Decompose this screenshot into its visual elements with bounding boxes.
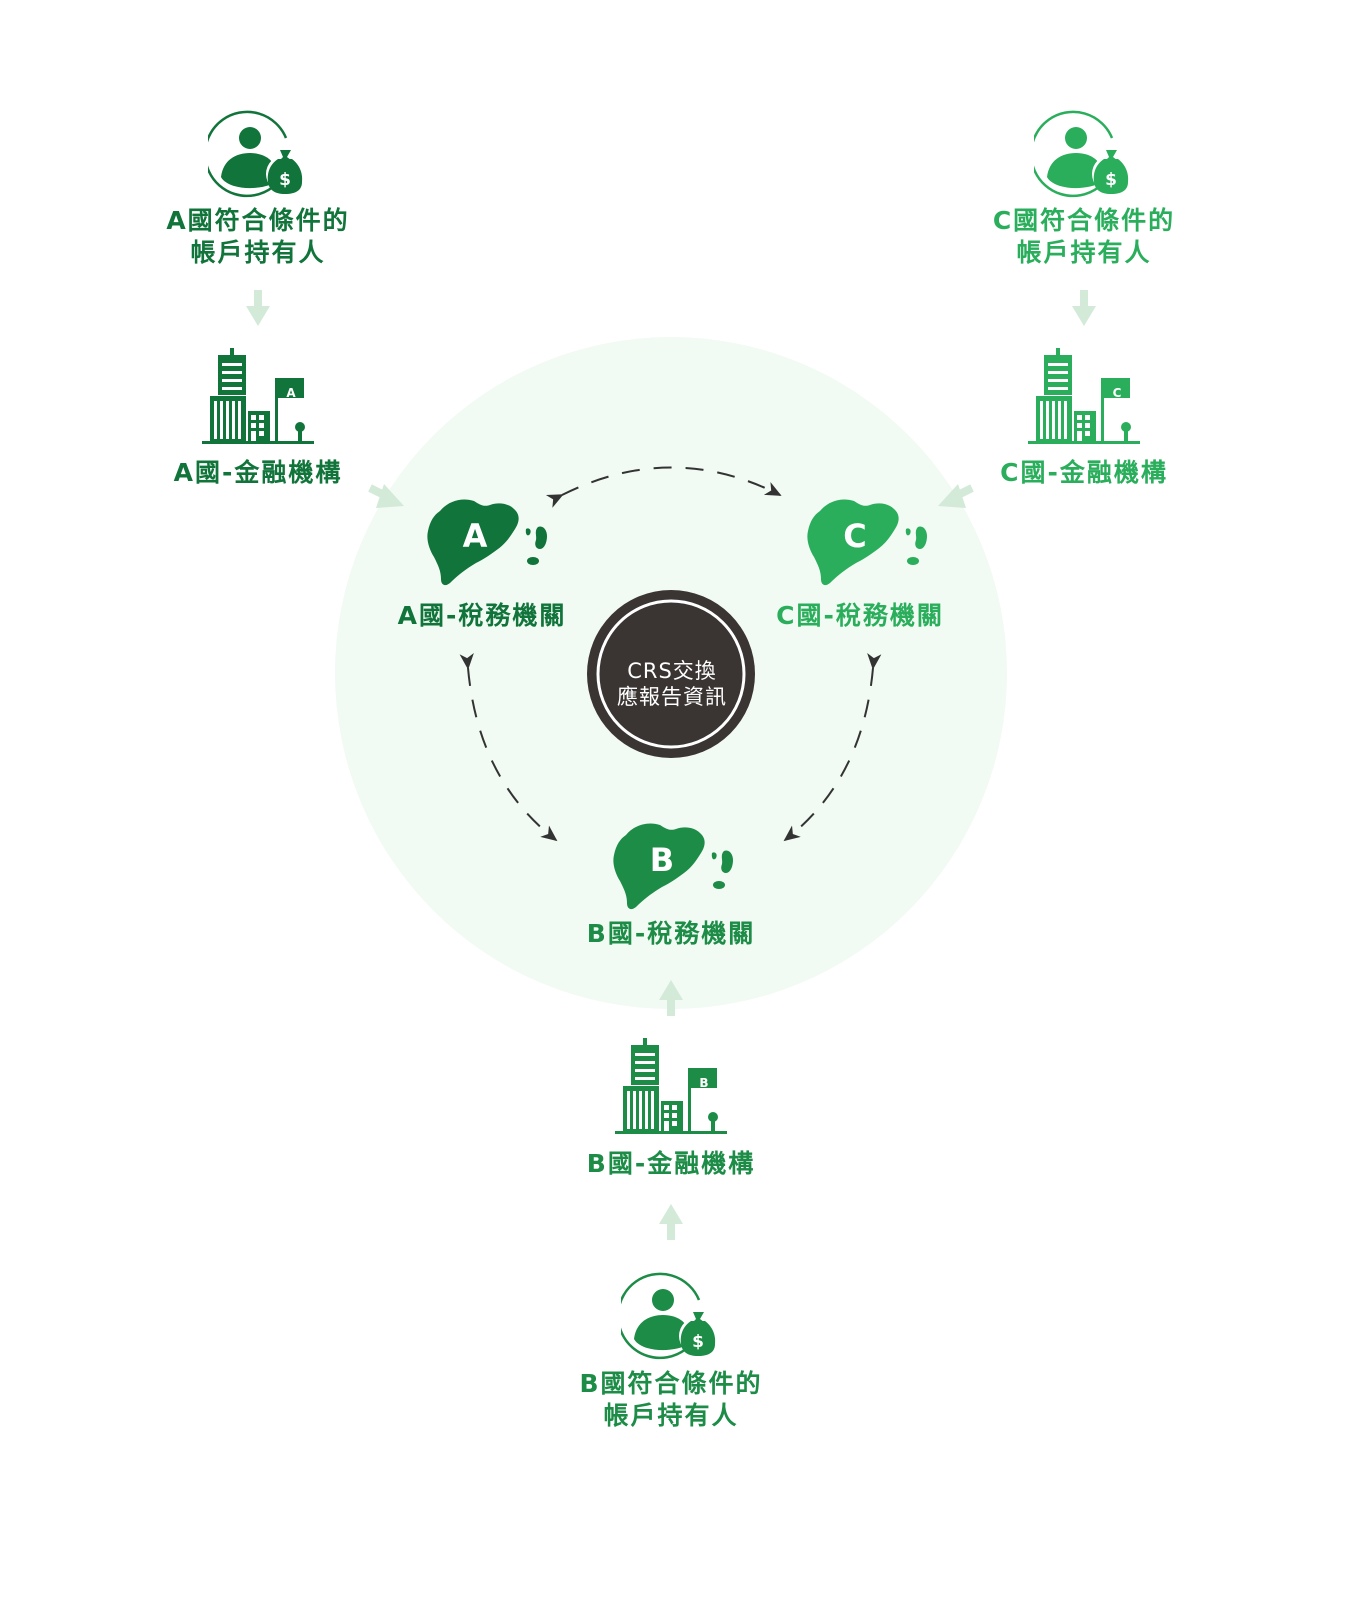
financial-institution-building-icon (1028, 348, 1140, 444)
account-holder-money-icon (208, 110, 306, 198)
flow-arrowhead-c-bank-to-tax (938, 484, 966, 508)
flow-arrowhead-a-bank-to-tax (376, 484, 404, 508)
financial-institution-building-icon (615, 1038, 727, 1134)
flow-arrow-c-holder-to-bank (1072, 290, 1096, 326)
holder-label-b-line1: B國符合條件的 (579, 1369, 763, 1398)
bank-label-b: B國-金融機構 (586, 1149, 756, 1178)
holder-label-b-line2: 帳戶持有人 (603, 1401, 739, 1430)
bank-label-c: C國-金融機構 (1000, 458, 1168, 487)
holder-label-b: B國符合條件的 帳戶持有人 (541, 1368, 801, 1432)
crs-exchange-label: CRS交換 應報告資訊 (602, 658, 742, 710)
tax-label-a: A國-稅務機關 (397, 601, 567, 630)
bank-flag-letter-b: B (699, 1076, 708, 1090)
holder-label-c-line2: 帳戶持有人 (1016, 238, 1152, 267)
flow-arrow-b-bank-to-tax (659, 980, 683, 1016)
bank-flag-letter-a: A (286, 386, 296, 400)
tax-map-letter-a: A (462, 517, 488, 555)
exchange-arrow-a-b (459, 653, 558, 842)
tax-label-b: B國-稅務機關 (586, 919, 756, 948)
holder-label-c: C國符合條件的 帳戶持有人 (954, 205, 1214, 269)
flow-arrow-a-holder-to-bank (246, 290, 270, 326)
tax-map-letter-c: C (843, 517, 867, 555)
holder-label-a-line2: 帳戶持有人 (190, 238, 326, 267)
financial-institution-building-icon (202, 348, 314, 444)
account-holder-money-icon (621, 1272, 719, 1360)
account-holder-money-icon (1034, 110, 1132, 198)
tax-label-c: C國-稅務機關 (776, 601, 944, 630)
crs-exchange-circle (587, 590, 755, 758)
holder-label-a: A國符合條件的 帳戶持有人 (128, 205, 388, 269)
bank-label-a: A國-金融機構 (173, 458, 343, 487)
flow-arrow-b-holder-to-bank (659, 1204, 683, 1240)
crs-exchange-line2: 應報告資訊 (617, 685, 727, 709)
holder-label-c-line1: C國符合條件的 (992, 206, 1176, 235)
exchange-arrow-c-b (783, 653, 882, 842)
exchange-arrow-a-c (545, 466, 782, 508)
bank-flag-letter-c: C (1113, 386, 1122, 400)
holder-label-a-line1: A國符合條件的 (166, 206, 350, 235)
crs-exchange-line1: CRS交換 (627, 659, 717, 683)
tax-map-letter-b: B (649, 841, 675, 879)
